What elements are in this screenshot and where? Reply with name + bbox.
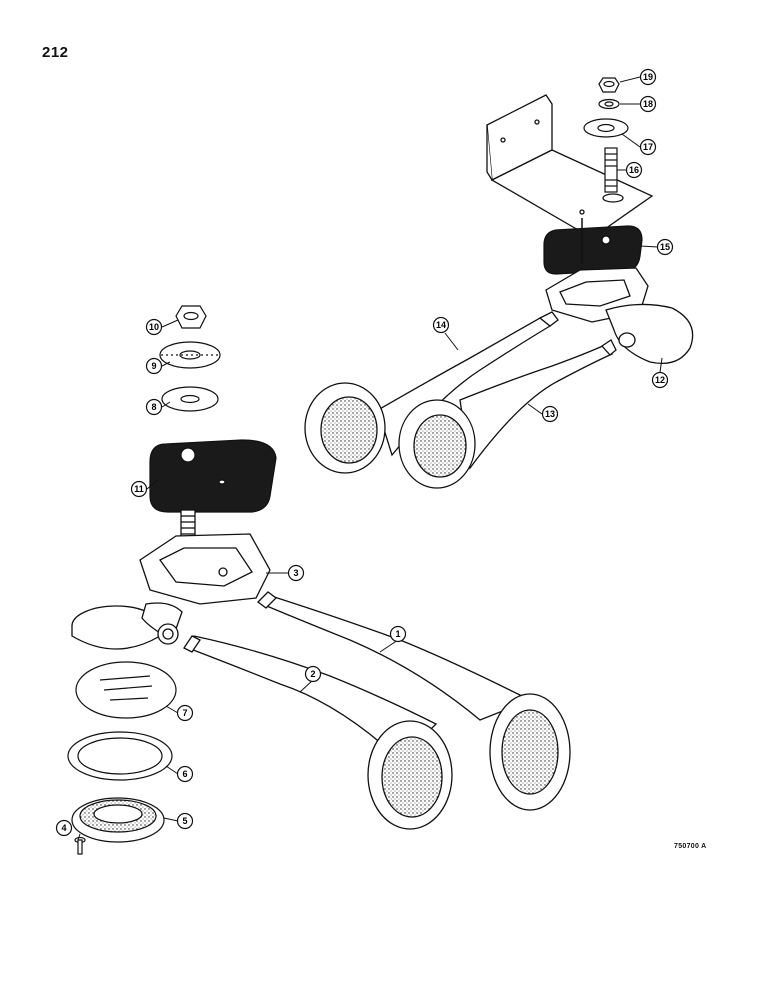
svg-text:9: 9	[151, 361, 156, 371]
horn-14	[304, 311, 559, 474]
horn-2	[183, 635, 453, 830]
callout-19: 19	[639, 68, 657, 86]
washer-17	[583, 118, 629, 138]
cover-7	[75, 661, 177, 719]
lock-washer-9	[159, 341, 221, 369]
page-number: 212	[42, 44, 69, 61]
callout-3: 3	[287, 564, 305, 582]
callout-9: 9	[145, 357, 163, 375]
callout-17: 17	[639, 138, 657, 156]
callout-15: 15	[656, 238, 674, 256]
svg-text:18: 18	[643, 99, 653, 109]
callout-4: 4	[55, 819, 73, 837]
diaphragm-5	[71, 797, 165, 843]
gasket-ring-6	[67, 731, 173, 781]
svg-text:3: 3	[293, 568, 298, 578]
lock-washer-18	[598, 98, 620, 110]
horn-1	[257, 591, 571, 811]
callout-1: 1	[389, 625, 407, 643]
figure-code: 750700 A	[674, 843, 707, 850]
svg-text:14: 14	[436, 320, 446, 330]
nut-10	[175, 305, 207, 329]
svg-text:17: 17	[643, 142, 653, 152]
svg-text:11: 11	[134, 484, 144, 494]
stud-16	[604, 147, 618, 193]
callout-13: 13	[541, 405, 559, 423]
callout-7: 7	[176, 704, 194, 722]
callout-6: 6	[176, 765, 194, 783]
svg-text:5: 5	[182, 816, 187, 826]
gasket-11	[149, 439, 277, 513]
mounting-bracket	[486, 94, 654, 239]
leader-lines	[77, 76, 663, 841]
housing-3	[71, 509, 271, 650]
callout-12: 12	[651, 371, 669, 389]
screw-4	[74, 836, 86, 855]
callout-14: 14	[432, 316, 450, 334]
svg-text:13: 13	[545, 409, 555, 419]
callout-16: 16	[625, 161, 643, 179]
svg-text:4: 4	[61, 823, 66, 833]
callout-18: 18	[639, 95, 657, 113]
svg-text:10: 10	[149, 322, 159, 332]
callout-11: 11	[130, 480, 148, 498]
gasket-15	[543, 218, 643, 275]
callout-10: 10	[145, 318, 163, 336]
callout-8: 8	[145, 398, 163, 416]
svg-text:1: 1	[395, 629, 400, 639]
nut-19	[598, 77, 620, 93]
svg-text:15: 15	[660, 242, 670, 252]
svg-text:2: 2	[310, 669, 315, 679]
svg-text:6: 6	[182, 769, 187, 779]
callout-2: 2	[304, 665, 322, 683]
svg-text:16: 16	[629, 165, 639, 175]
svg-text:19: 19	[643, 72, 653, 82]
svg-text:12: 12	[655, 375, 665, 385]
svg-text:8: 8	[151, 402, 156, 412]
washer-8	[161, 386, 219, 412]
svg-text:7: 7	[182, 708, 187, 718]
callout-5: 5	[176, 812, 194, 830]
horn-13	[398, 339, 617, 489]
upper-housing-12	[545, 267, 694, 365]
